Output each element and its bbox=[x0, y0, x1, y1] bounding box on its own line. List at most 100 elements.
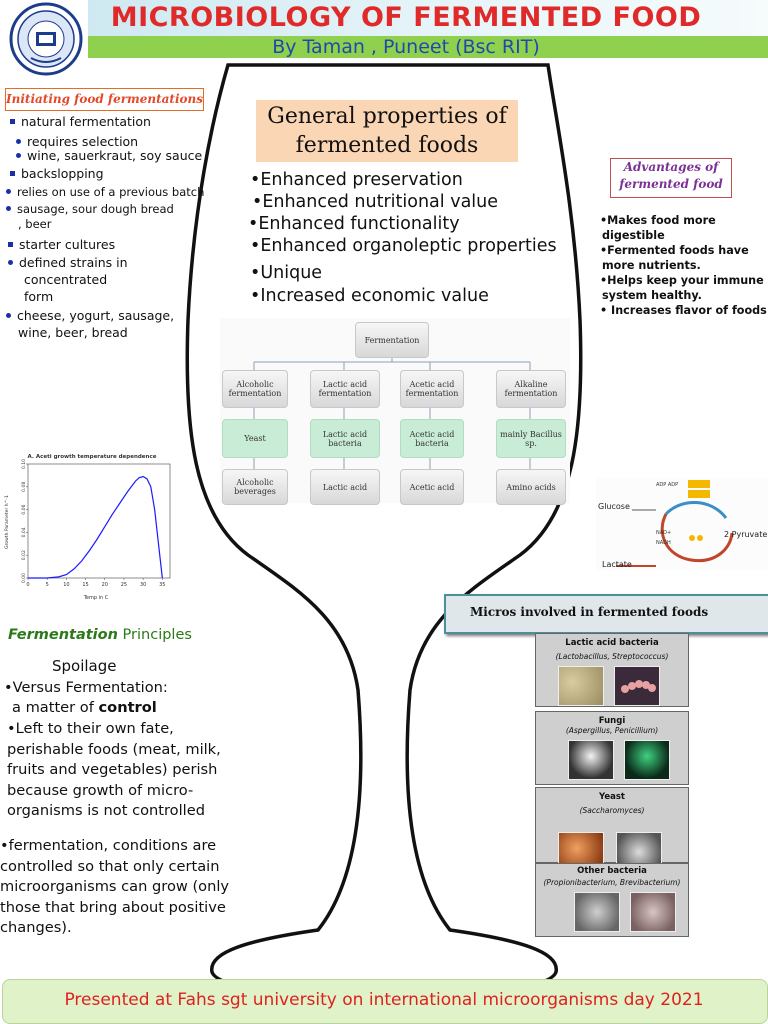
micro-card: Other bacteria (Propionibacterium, Brevi… bbox=[535, 863, 689, 937]
lactobacillus-image bbox=[558, 666, 604, 706]
x-tick-label: 35 bbox=[159, 582, 165, 588]
bullet-icon bbox=[16, 139, 21, 144]
micro-name: Lactic acid bacteria bbox=[565, 638, 659, 648]
y-tick-label: 0.06 bbox=[21, 504, 27, 514]
property-item: •Enhanced preservation bbox=[250, 170, 463, 190]
tree-product: Amino acids bbox=[496, 469, 566, 505]
x-tick-label: 0 bbox=[26, 582, 29, 588]
micro-card: Fungi (Aspergillus, Penicillium) bbox=[535, 711, 689, 785]
series-line bbox=[28, 475, 163, 579]
bullet-icon bbox=[16, 153, 21, 158]
pyruvate-label: 2 Pyruvate bbox=[724, 530, 768, 539]
y-tick-label: 0.04 bbox=[21, 527, 27, 537]
bullet-icon bbox=[6, 206, 11, 211]
advantage-item: • Increases flavor of foods. bbox=[600, 304, 768, 317]
square-bullet-icon bbox=[8, 242, 13, 247]
micro-genus: (Aspergillus, Penicillium) bbox=[565, 726, 659, 735]
property-item: •Enhanced nutritional value bbox=[252, 192, 499, 212]
list-item: relies on use of a previous batch bbox=[6, 184, 204, 201]
list-item: , beer bbox=[18, 217, 52, 231]
x-tick-label: 25 bbox=[121, 582, 127, 588]
chart-series bbox=[28, 475, 163, 579]
aspergillus-image bbox=[568, 740, 614, 780]
spoilage-paragraph: •Left to their own fate, perishable food… bbox=[7, 720, 221, 819]
list-item: backslopping bbox=[10, 165, 104, 182]
list-item: wine, sauerkraut, soy sauce bbox=[16, 147, 202, 164]
tree-connectors bbox=[253, 356, 531, 469]
micro-name: Yeast bbox=[599, 792, 625, 802]
principles-heading: Fermentation Principles bbox=[8, 627, 192, 643]
micro-name: Fungi bbox=[598, 716, 626, 726]
property-item: •Enhanced functionality bbox=[248, 214, 460, 234]
tree-organism: Yeast bbox=[222, 419, 288, 458]
adp-label: ADP ADP bbox=[656, 482, 679, 488]
square-bullet-icon bbox=[10, 119, 15, 124]
x-tick-label: 30 bbox=[140, 582, 146, 588]
tree-product: Lactic acid bbox=[310, 469, 380, 505]
property-item: •Enhanced organoleptic properties bbox=[250, 236, 557, 256]
penicillium-image bbox=[624, 740, 670, 780]
micro-card: Lactic acid bacteria (Lactobacillus, Str… bbox=[535, 633, 689, 707]
advantage-item: digestible bbox=[602, 229, 665, 242]
tree-product: Alcoholic beverages bbox=[222, 469, 288, 505]
property-item: •Increased economic value bbox=[250, 286, 489, 306]
tree-type: Alcoholic fermentation bbox=[222, 370, 288, 408]
x-tick-label: 5 bbox=[46, 582, 49, 588]
list-item: starter cultures bbox=[8, 236, 115, 253]
list-item: concentrated bbox=[24, 272, 108, 287]
tree-organism: mainly Bacillus sp. bbox=[496, 419, 566, 458]
x-tick-label: 20 bbox=[102, 582, 108, 588]
list-item: form bbox=[24, 289, 54, 304]
fermentation-paragraph: •fermentation, conditions are controlled… bbox=[0, 837, 230, 936]
chart-axes bbox=[27, 463, 171, 579]
tree-type: Acetic acid fermentation bbox=[400, 370, 464, 408]
micros-heading: Micros involved in fermented foods bbox=[470, 605, 709, 619]
list-item: natural fermentation bbox=[10, 113, 151, 130]
tree-root: Fermentation bbox=[355, 322, 429, 358]
micro-genus: (Propionibacterium, Brevibacterium) bbox=[543, 878, 681, 887]
nadh-label: NADH bbox=[656, 540, 671, 546]
advantage-item: system healthy. bbox=[602, 289, 702, 302]
bullet-icon bbox=[6, 313, 11, 318]
micro-genus: (Saccharomyces) bbox=[579, 806, 645, 815]
advantage-item: •Makes food more bbox=[600, 214, 716, 227]
advantage-item: more nutrients. bbox=[602, 259, 701, 272]
plot-frame bbox=[27, 463, 171, 579]
glycolysis-cycle bbox=[616, 480, 734, 567]
y-tick-label: 0.02 bbox=[21, 550, 27, 560]
footer-text: Presented at Fahs sgt university on inte… bbox=[64, 990, 704, 1010]
x-tick-label: 15 bbox=[82, 582, 88, 588]
advantage-item: •Fermented foods have bbox=[600, 244, 749, 257]
general-properties-heading: General properties of fermented foods bbox=[267, 104, 507, 158]
micro-genus: (Lactobacillus, Streptococcus) bbox=[555, 652, 669, 661]
list-item: requires selection bbox=[16, 133, 138, 150]
tree-organism: Acetic acid bacteria bbox=[400, 419, 464, 458]
chart-title: A. Aceti growth temperature dependence bbox=[28, 454, 157, 460]
square-bullet-icon bbox=[10, 171, 15, 176]
general-properties-box bbox=[256, 100, 518, 162]
university-seal-icon bbox=[9, 2, 83, 76]
list-item: sausage, sour dough bread bbox=[6, 201, 174, 218]
header-band bbox=[88, 0, 768, 36]
glucose-label: Glucose bbox=[598, 502, 630, 511]
nad-label: NAD+ bbox=[656, 530, 672, 536]
chart-xlabel: Temp in C bbox=[83, 595, 109, 601]
footer-band bbox=[2, 979, 768, 1024]
advantage-item: •Helps keep your immune bbox=[600, 274, 764, 287]
y-tick-label: 0.08 bbox=[21, 482, 27, 492]
list-item: wine, beer, bread bbox=[18, 325, 128, 340]
tree-product: Acetic acid bbox=[400, 469, 464, 505]
spoilage-label: Spoilage bbox=[52, 657, 117, 675]
bullet-icon bbox=[8, 260, 13, 265]
list-item: cheese, yogurt, sausage, bbox=[6, 307, 174, 324]
growth-chart: A. Aceti growth temperature dependence 0… bbox=[0, 450, 185, 605]
list-item: defined strains in bbox=[8, 254, 128, 271]
glycolysis-diagram: Glucose 2 Pyruvate Lactate ADP ADP NAD+ … bbox=[596, 478, 768, 570]
y-tick-label: 0.10 bbox=[21, 459, 27, 469]
subtitle-band bbox=[88, 36, 768, 58]
advantages-heading: Advantages of fermented food bbox=[610, 158, 732, 198]
brevibacterium-image bbox=[630, 892, 676, 932]
micro-card: Yeast (Saccharomyces) bbox=[535, 787, 689, 872]
x-tick-label: 10 bbox=[63, 582, 69, 588]
